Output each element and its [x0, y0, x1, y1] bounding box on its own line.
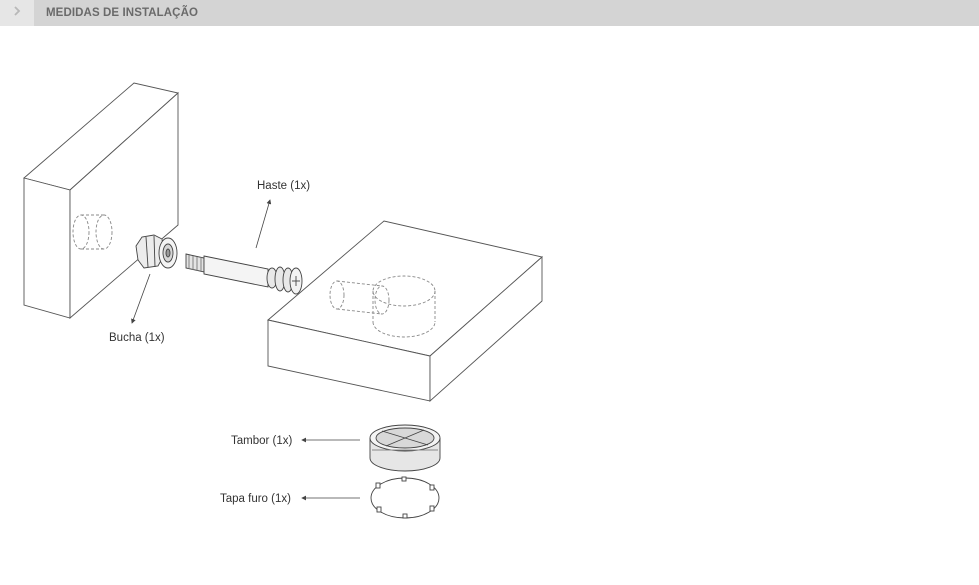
leader-lines	[131, 199, 360, 501]
chevron-right-icon	[12, 4, 22, 22]
label-haste: Haste (1x)	[257, 180, 310, 192]
section-title: MEDIDAS DE INSTALAÇÃO	[46, 7, 199, 19]
header-expand-button[interactable]	[0, 0, 34, 26]
label-bucha: Bucha (1x)	[109, 332, 165, 344]
tapa-furo-part	[370, 476, 440, 519]
label-tambor: Tambor (1x)	[231, 435, 293, 447]
left-board	[23, 82, 179, 319]
tambor-part	[369, 424, 441, 472]
section-header: MEDIDAS DE INSTALAÇÃO	[0, 0, 979, 26]
right-board	[267, 220, 543, 403]
installation-diagram: Haste (1x) Bucha (1x) Tambor (1x) Tapa f…	[23, 82, 543, 519]
bucha-part	[135, 234, 178, 269]
haste-part	[185, 253, 303, 295]
label-tapa-furo: Tapa furo (1x)	[220, 493, 291, 505]
